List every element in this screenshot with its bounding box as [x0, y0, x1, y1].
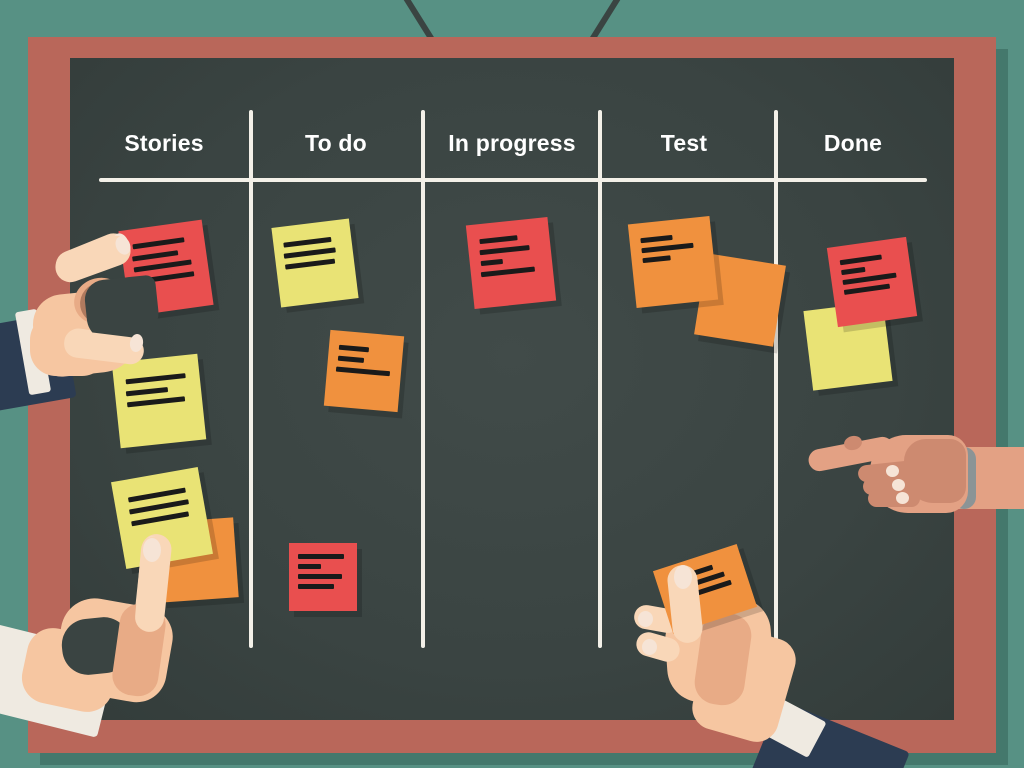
- note-text-lines: [827, 237, 917, 327]
- fingernail-2: [642, 639, 657, 655]
- note-text-lines: [628, 216, 718, 308]
- fingernail-2: [892, 479, 905, 491]
- note-text-lines: [289, 543, 357, 611]
- column-header-test[interactable]: Test: [660, 130, 708, 156]
- column-divider-3: [598, 110, 602, 648]
- thumb-shadow: [904, 439, 966, 503]
- hand-top-left[interactable]: [0, 228, 180, 418]
- note-text-lines: [466, 217, 556, 309]
- hand-bottom-left[interactable]: [0, 532, 220, 768]
- sticky-note-inprogress-red[interactable]: [465, 216, 557, 310]
- column-divider-1: [249, 110, 253, 648]
- sticky-note-todo-yellow[interactable]: [271, 218, 359, 308]
- column-header-done[interactable]: Done: [823, 130, 883, 156]
- sticky-note-todo-red[interactable]: [289, 543, 357, 611]
- column-divider-2: [421, 110, 425, 648]
- fingernail-1: [638, 611, 653, 627]
- column-header-in-progress[interactable]: In progress: [448, 130, 576, 156]
- header-rule: [99, 178, 927, 182]
- sticky-note-test-orange-1[interactable]: [627, 215, 719, 309]
- thumb-nail-overlay: [674, 565, 692, 589]
- fingernail-1: [886, 465, 899, 477]
- fingernail-3: [896, 492, 909, 504]
- hand-right-pointing[interactable]: [800, 425, 1024, 535]
- sticky-note-done-red[interactable]: [826, 236, 918, 328]
- column-header-stories[interactable]: Stories: [124, 130, 204, 156]
- column-divider-4: [774, 110, 778, 648]
- sticky-note-todo-orange[interactable]: [323, 329, 405, 413]
- column-header-todo[interactable]: To do: [305, 130, 367, 156]
- thumb-nail-front: [143, 538, 161, 562]
- note-text-lines: [271, 219, 358, 308]
- chalkboard: Stories To do In progress Test Done: [70, 58, 954, 720]
- note-text-lines: [324, 330, 404, 412]
